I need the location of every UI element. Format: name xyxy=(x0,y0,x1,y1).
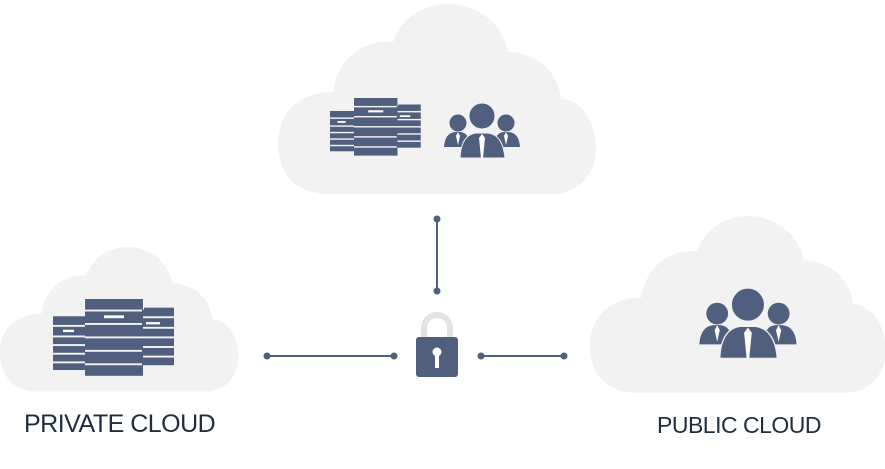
hybrid-cloud xyxy=(278,4,596,194)
connector-hybrid xyxy=(433,215,441,295)
connector-private xyxy=(263,352,398,360)
cloud-shape xyxy=(278,4,596,194)
public-cloud-label: PUBLIC CLOUD xyxy=(657,412,821,438)
padlock-icon xyxy=(416,312,458,377)
connector-public xyxy=(477,352,568,360)
private-cloud-label: PRIVATE CLOUD xyxy=(24,410,216,438)
